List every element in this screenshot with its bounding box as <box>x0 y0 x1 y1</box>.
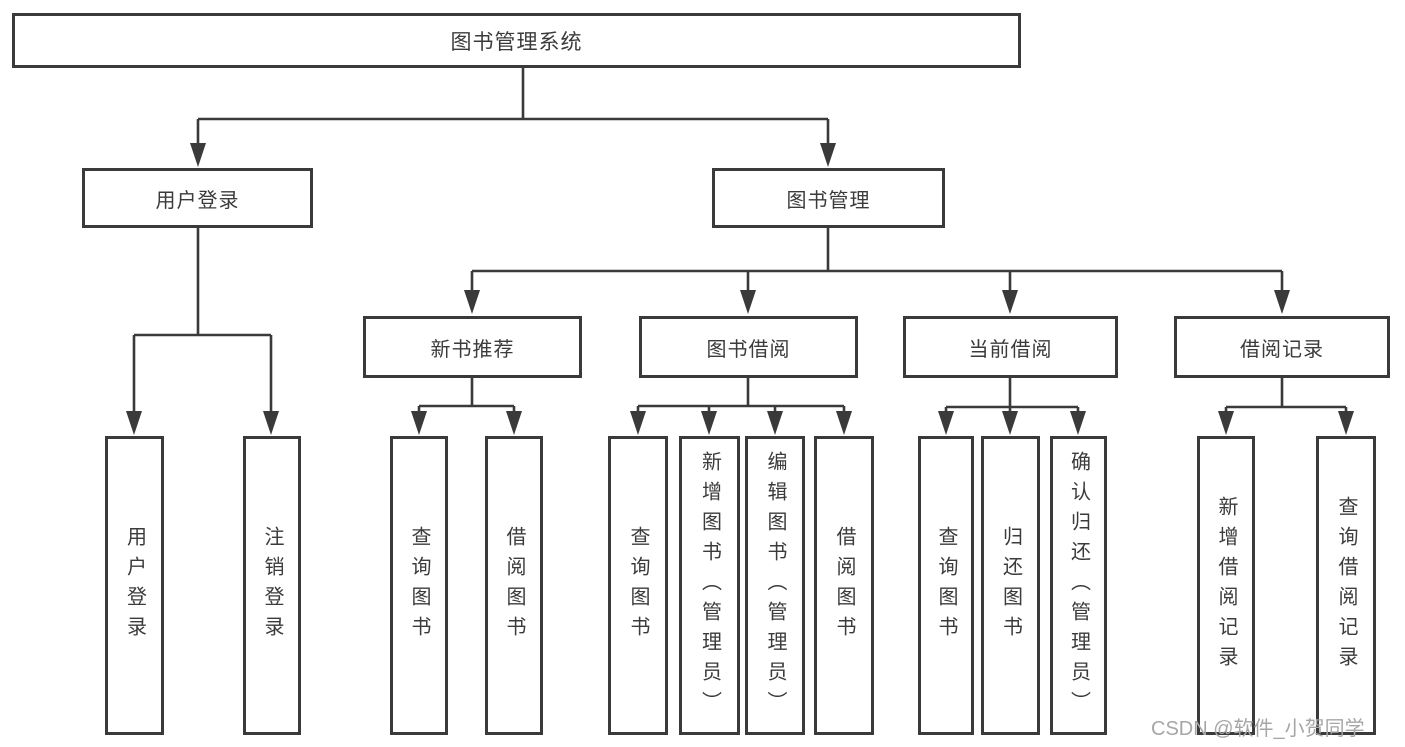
leaf-query-books-recommend: 查询图书 <box>390 436 448 735</box>
arrowhead <box>1002 411 1018 435</box>
arrowhead <box>1002 290 1018 314</box>
leaf-return-books: 归还图书 <box>981 436 1040 735</box>
connector-new-book-children <box>411 378 522 435</box>
node-book-borrowing: 图书借阅 <box>639 316 858 378</box>
node-borrowing-records: 借阅记录 <box>1174 316 1390 378</box>
arrowhead <box>836 411 852 435</box>
connector-book-borrow-children <box>630 378 852 435</box>
arrowhead <box>701 411 717 435</box>
leaf-add-borrow-record: 新增借阅记录 <box>1197 436 1255 735</box>
leaf-label: 借阅图书 <box>833 525 855 646</box>
arrowhead <box>1218 411 1234 435</box>
leaf-label: 新增借阅记录 <box>1215 495 1237 676</box>
arrowhead <box>1070 411 1086 435</box>
leaf-user-login: 用户登录 <box>105 436 164 735</box>
arrowhead <box>740 290 756 314</box>
leaf-query-books-borrow: 查询图书 <box>608 436 668 735</box>
leaf-label: 注销登录 <box>261 525 283 646</box>
arrowhead <box>126 411 142 435</box>
arrowhead <box>263 411 279 435</box>
csdn-watermark: CSDN @软件_小贺同学 <box>1151 718 1365 740</box>
arrowhead <box>411 411 427 435</box>
leaf-label: 新增图书（管理员） <box>698 450 721 721</box>
leaf-label: 归还图书 <box>999 525 1022 646</box>
leaf-label: 用户登录 <box>123 525 146 646</box>
node-user-login: 用户登录 <box>82 168 313 228</box>
node-current-borrowing: 当前借阅 <box>903 316 1118 378</box>
leaf-label: 查询借阅记录 <box>1335 495 1357 676</box>
leaf-add-books-admin: 新增图书（管理员） <box>679 436 740 735</box>
connector-book-management-children <box>464 228 1290 314</box>
leaf-confirm-return-admin: 确认归还（管理员） <box>1050 436 1107 735</box>
leaf-borrow-books: 借阅图书 <box>814 436 874 735</box>
connector-root-to-level1 <box>190 68 836 167</box>
arrowhead <box>1338 411 1354 435</box>
leaf-logout: 注销登录 <box>243 436 301 735</box>
leaf-borrow-books-recommend: 借阅图书 <box>485 436 543 735</box>
arrowhead <box>820 143 836 167</box>
arrowhead <box>938 411 954 435</box>
node-root-library-management-system: 图书管理系统 <box>12 13 1021 68</box>
leaf-edit-books-admin: 编辑图书（管理员） <box>745 436 805 735</box>
connector-user-login-children <box>126 228 279 435</box>
arrowhead <box>1274 290 1290 314</box>
leaf-label: 查询图书 <box>627 525 649 646</box>
leaf-label: 确认归还（管理员） <box>1067 450 1090 721</box>
connector-borrow-record-children <box>1218 378 1354 435</box>
leaf-query-borrow-record: 查询借阅记录 <box>1316 436 1376 735</box>
arrowhead <box>506 411 522 435</box>
arrowhead <box>630 411 646 435</box>
leaf-label: 借阅图书 <box>503 525 525 646</box>
arrowhead <box>464 290 480 314</box>
arrowhead <box>190 143 206 167</box>
leaf-label: 查询图书 <box>935 525 957 646</box>
arrowhead <box>767 411 783 435</box>
node-book-management: 图书管理 <box>712 168 945 228</box>
leaf-label: 查询图书 <box>408 525 430 646</box>
leaf-query-books-current: 查询图书 <box>918 436 974 735</box>
leaf-label: 编辑图书（管理员） <box>764 450 786 721</box>
connector-current-borrow-children <box>938 378 1086 435</box>
node-new-book-recommendation: 新书推荐 <box>363 316 582 378</box>
